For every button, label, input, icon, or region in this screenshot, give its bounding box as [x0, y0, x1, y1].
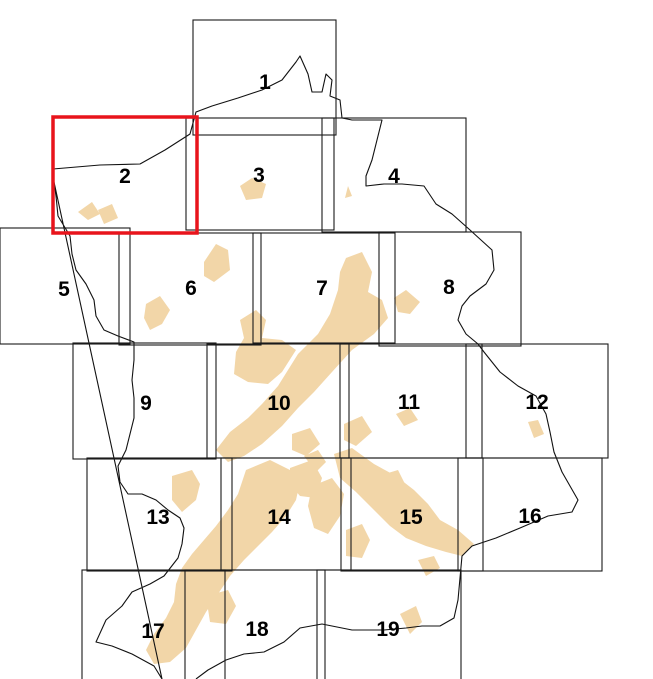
urban-area [345, 186, 352, 198]
urban-area [78, 202, 100, 220]
tile-19[interactable] [316, 569, 462, 679]
tile-label-16: 16 [518, 505, 541, 528]
urban-area [172, 470, 200, 512]
tile-label-2: 2 [119, 165, 131, 188]
tile-label-4: 4 [388, 165, 400, 188]
tile-label-9: 9 [140, 392, 152, 415]
urban-area [378, 470, 406, 498]
urban-area [308, 478, 344, 534]
urban-area [346, 524, 370, 558]
tile-grid [0, 19, 609, 679]
urban-area [334, 448, 474, 556]
tile-label-10: 10 [267, 392, 290, 415]
tile-2-selected[interactable] [51, 115, 199, 235]
urban-area [304, 450, 326, 472]
tile-label-5: 5 [58, 278, 70, 301]
urban-areas [78, 178, 544, 664]
tile-label-17: 17 [141, 620, 164, 643]
urban-area [292, 428, 320, 456]
tile-label-8: 8 [443, 276, 455, 299]
tile-18[interactable] [184, 569, 326, 679]
urban-area [234, 310, 296, 384]
tile-labels: 1 2 3 4 5 6 7 8 9 10 11 12 13 14 15 16 1… [58, 71, 549, 643]
tile-label-12: 12 [525, 391, 548, 414]
tile-16[interactable] [457, 457, 603, 572]
tile-label-3: 3 [253, 164, 265, 187]
tile-label-13: 13 [146, 506, 169, 529]
tile-label-14: 14 [267, 506, 291, 529]
tile-7[interactable] [252, 232, 396, 344]
urban-area [144, 296, 170, 330]
tile-3[interactable] [185, 117, 335, 231]
urban-area [146, 460, 300, 664]
urban-area [396, 408, 418, 426]
tile-13[interactable] [86, 457, 233, 572]
urban-area [344, 416, 372, 446]
urban-area [400, 606, 422, 634]
tile-9[interactable] [72, 342, 217, 460]
tile-label-1: 1 [259, 71, 271, 94]
urban-area [240, 178, 266, 200]
urban-area [98, 204, 118, 224]
tile-8[interactable] [378, 231, 522, 347]
urban-area [418, 556, 440, 576]
tile-label-11: 11 [398, 391, 421, 414]
urban-area [216, 252, 388, 462]
urban-area [394, 290, 420, 314]
tile-17[interactable] [81, 569, 226, 679]
tile-label-15: 15 [399, 506, 423, 529]
tile-15[interactable] [340, 457, 484, 572]
urban-area [528, 420, 544, 438]
tile-label-7: 7 [316, 277, 328, 300]
urban-area [206, 590, 236, 624]
tile-1[interactable] [192, 19, 337, 136]
tile-5[interactable] [0, 227, 131, 345]
tile-label-6: 6 [185, 277, 197, 300]
tile-label-18: 18 [245, 618, 269, 641]
tile-label-19: 19 [376, 618, 399, 641]
urban-area [204, 244, 230, 282]
